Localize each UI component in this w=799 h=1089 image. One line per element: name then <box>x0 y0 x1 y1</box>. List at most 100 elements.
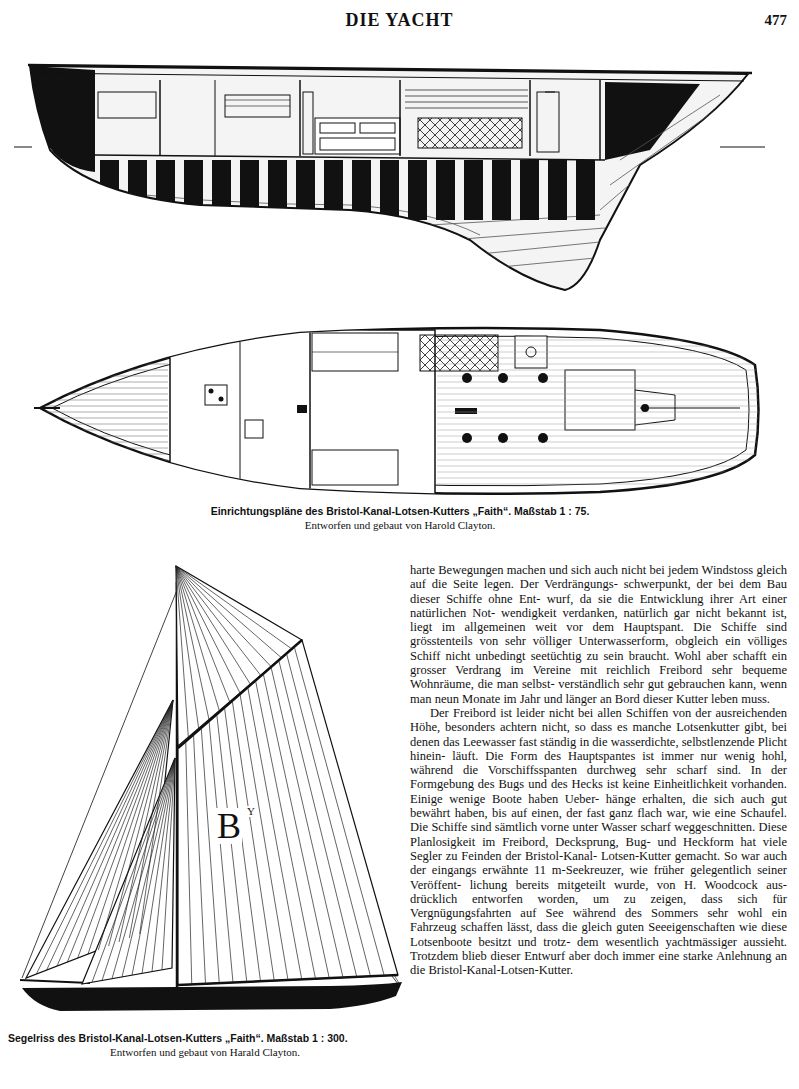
deck-plank <box>437 466 760 467</box>
deck-plank <box>437 460 760 461</box>
sail-cloth <box>112 758 175 979</box>
sail-cloth <box>142 758 175 973</box>
deck-plank <box>437 436 760 437</box>
floor-timber <box>128 160 147 220</box>
deck-plank <box>437 376 760 377</box>
deck-plank <box>437 346 760 347</box>
sail-cloth <box>176 566 271 667</box>
sail-cloth <box>88 700 173 954</box>
floor-timber <box>240 160 259 220</box>
sail-cloth <box>294 647 384 976</box>
sail-cloth <box>217 714 247 982</box>
floor-timber <box>548 160 567 220</box>
deck-plank <box>45 388 168 389</box>
sail-cloth <box>240 694 288 980</box>
sail-cloth <box>78 700 173 958</box>
sail-cloth <box>225 708 261 982</box>
deck-plank <box>45 478 168 479</box>
figure-credit: Entworfen und gebaut von Harold Clayton. <box>20 519 780 532</box>
floor-timber <box>492 160 511 220</box>
sail-cloth <box>122 758 175 977</box>
floor-timber <box>352 160 371 220</box>
deck-plank <box>437 478 760 479</box>
sail-cloth <box>140 700 173 934</box>
floor-timber <box>100 160 119 220</box>
deck-plank <box>45 394 168 395</box>
sail-cloth <box>92 758 175 982</box>
deck-plank <box>437 406 760 407</box>
sail-cloth <box>162 758 175 970</box>
deck-plank <box>45 370 168 371</box>
deck-plank <box>45 340 168 341</box>
sail-cloth <box>176 566 261 675</box>
deck-plank <box>45 382 168 383</box>
deck-plank <box>437 394 760 395</box>
floor-timber <box>296 160 315 220</box>
sail-cloth <box>176 566 230 702</box>
deck-plank <box>437 382 760 383</box>
deck-plank <box>45 376 168 377</box>
deck-plank <box>45 412 168 413</box>
inboard-profile <box>14 65 765 290</box>
floor-timber <box>380 160 399 220</box>
deck-plank <box>45 346 168 347</box>
sail-cloth <box>256 681 316 979</box>
floor-timber <box>268 160 287 220</box>
floor-timber <box>212 160 231 220</box>
sail-cloth <box>176 566 281 658</box>
deck-plank <box>437 358 760 359</box>
deck-plank <box>437 370 760 371</box>
sail-cloth <box>271 667 343 978</box>
sail-cloth <box>47 700 173 970</box>
deck-plank <box>45 400 168 401</box>
deck-plank <box>437 442 760 443</box>
figure-caption: Segelriss des Bristol-Kanal-Lotsen-Kutte… <box>8 1032 402 1045</box>
deck-plank <box>45 484 168 485</box>
accommodation-plan <box>34 328 760 500</box>
sail-cloth <box>176 566 209 720</box>
page-number: 477 <box>742 12 787 29</box>
sail-cloth <box>279 660 357 977</box>
sail-cloth <box>176 566 240 693</box>
floor-timber <box>464 160 483 220</box>
deck-plank <box>437 424 760 425</box>
deck-plank <box>45 436 168 437</box>
floor-timber <box>324 160 343 220</box>
deck-plank <box>45 430 168 431</box>
sail-cloth <box>109 700 173 946</box>
deck-plank <box>45 454 168 455</box>
deck-plank <box>45 442 168 443</box>
deck-plank <box>45 418 168 419</box>
floor-timber <box>408 160 427 220</box>
figure-credit: Entworfen und gebaut von Harald Clayton. <box>8 1046 402 1059</box>
sail-cloth <box>209 721 233 983</box>
sail-cloth <box>102 758 175 980</box>
deck-plank <box>45 448 168 449</box>
figure-caption: Einrichtungspläne des Bristol-Kanal-Lots… <box>20 505 780 518</box>
sail-cloth <box>132 758 175 975</box>
deck-plank <box>45 460 168 461</box>
floor-timber <box>156 160 175 220</box>
deck-plank <box>437 400 760 401</box>
sail-cloth <box>248 687 302 979</box>
sail-plan <box>20 566 402 1011</box>
floor-timber <box>184 160 203 220</box>
sail-cloth <box>186 741 192 984</box>
sail-cloth <box>176 566 292 649</box>
deck-plank <box>45 406 168 407</box>
deck-plank <box>45 472 168 473</box>
deck-plank <box>437 454 760 455</box>
deck-plank <box>437 352 760 353</box>
sail-cloth <box>194 735 206 984</box>
floor-timber <box>576 160 595 220</box>
deck-plank <box>45 352 168 353</box>
sail-cloth <box>201 728 219 983</box>
sail-cloth <box>152 758 175 972</box>
deck-plank <box>437 388 760 389</box>
deck-plank <box>437 412 760 413</box>
deck-plank <box>45 424 168 425</box>
deck-plank <box>45 358 168 359</box>
sail-cloth <box>287 654 371 977</box>
body-paragraph: harte Bewegungen machen und sich auch ni… <box>410 563 787 706</box>
